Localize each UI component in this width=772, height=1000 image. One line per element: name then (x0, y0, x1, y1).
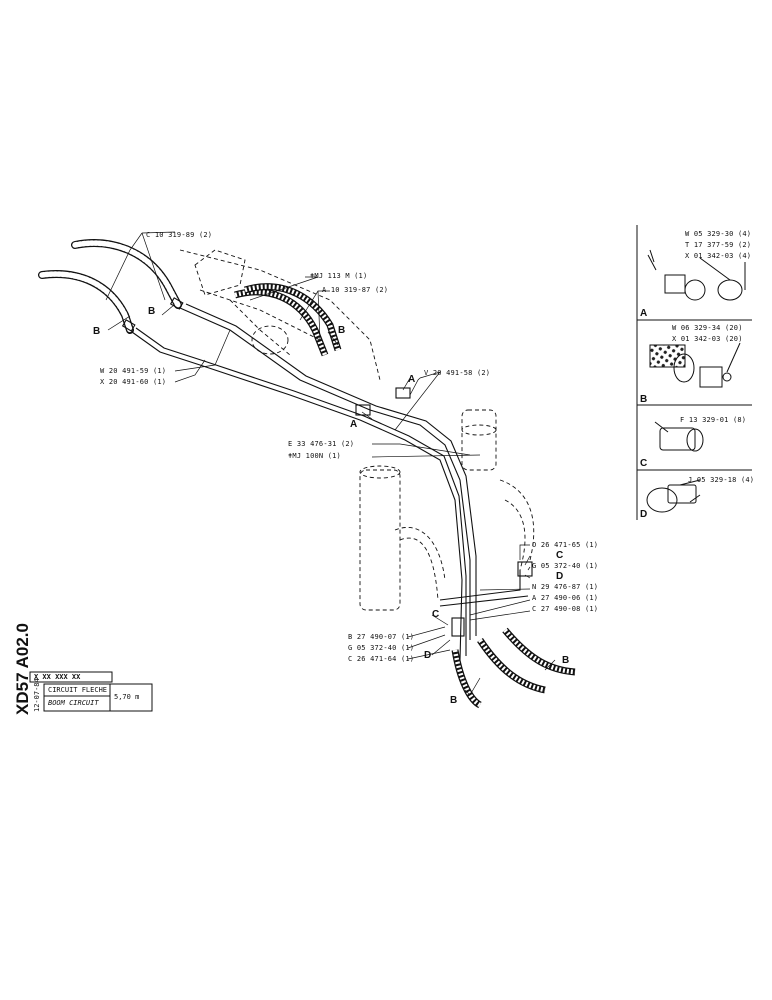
callout-mj113m: ǂMJ 113 M (1) (310, 272, 368, 280)
hose-fitting (169, 297, 184, 310)
callout-mj100n: ǂMJ 100N (1) (288, 452, 341, 460)
detail-letter-a: A (640, 308, 648, 319)
document-code: XD57 A02.0 (13, 623, 32, 715)
callout-c10-319-89: C 10 319-89 (2) (146, 231, 213, 239)
part-sketch (659, 427, 696, 451)
flange-block (395, 387, 411, 399)
callout-v20-491-58: V 20 491-58 (2) (424, 369, 491, 377)
detail-d-part-1: J 05 329-18 (4) (688, 476, 755, 484)
detail-a-part-2: T 17 377-59 (2) (685, 241, 752, 249)
flange-block (355, 404, 371, 416)
hose-fitting (121, 319, 136, 332)
part-sketch (646, 487, 678, 513)
letter-d-left: D (424, 650, 432, 661)
detail-letter-c: C (640, 458, 648, 469)
callout-e33-476-31: E 33 476-31 (2) (288, 440, 355, 448)
title-fr: CIRCUIT FLECHE (48, 686, 108, 694)
callout-g05-372-40-right: G 05 372-40 (1) (532, 562, 599, 570)
detail-b-part-2: X 01 342-03 (20) (672, 335, 743, 343)
callout-c27-490-08: C 27 490-08 (1) (532, 605, 599, 613)
callout-a27-490-06: A 27 490-06 (1) (532, 594, 599, 602)
letter-c-left: C (432, 609, 440, 620)
document-ref: X XX XXX XX (34, 673, 81, 681)
detail-a-part-1: W 05 329-30 (4) (685, 230, 752, 238)
rigid-tube (135, 327, 467, 656)
callout-w20-491-59: W 20 491-59 (1) (100, 367, 167, 375)
callout-a10-319-87: A 10 319-87 (2) (322, 286, 389, 294)
rigid-tube (179, 307, 471, 640)
part-sketch (664, 274, 686, 294)
rigid-tube (185, 303, 477, 636)
part-sketch (649, 344, 686, 368)
title-en: BOOM CIRCUIT (48, 699, 99, 707)
detail-c-part-1: F 13 329-01 (8) (680, 416, 747, 424)
callout-g05-372-40-left: G 05 372-40 (1) (348, 644, 415, 652)
flange-block (451, 617, 465, 637)
hydraulic-cylinder (461, 409, 497, 471)
letter-b-bottom: B (450, 695, 458, 706)
hydraulic-cylinder (359, 469, 401, 611)
letter-a-upper: A (408, 374, 416, 385)
detail-letter-d: D (640, 509, 648, 520)
rigid-tube (131, 331, 463, 661)
title-block-lines (29, 671, 153, 712)
document-date: 12-07-84 (33, 678, 41, 712)
letter-b-left2: B (93, 326, 101, 337)
detail-panel (636, 225, 752, 520)
callout-x20-491-60: X 20 491-60 (1) (100, 378, 167, 386)
callout-c26-471-64: C 26 471-64 (1) (348, 655, 415, 663)
detail-b-part-1: W 06 329-34 (20) (672, 324, 743, 332)
callout-n29-476-87: N 29 476-87 (1) (532, 583, 599, 591)
callout-o26-471-65: O 26 471-65 (1) (532, 541, 599, 549)
detail-letter-b: B (640, 394, 648, 405)
boom-drawing (38, 231, 576, 709)
letter-b-lower-right: B (562, 655, 570, 666)
boom-length: 5,70 m (114, 693, 140, 701)
flange-block (517, 561, 533, 577)
letter-a-lower: A (350, 419, 358, 430)
detail-a-part-3: X 01 342-03 (4) (685, 252, 752, 260)
letter-b-left1: B (148, 306, 156, 317)
callout-b27-490-07: B 27 490-07 (1) (348, 633, 415, 641)
letter-d-right: D (556, 571, 564, 582)
letter-b-mid: B (338, 325, 346, 336)
letter-c-right: C (556, 550, 564, 561)
